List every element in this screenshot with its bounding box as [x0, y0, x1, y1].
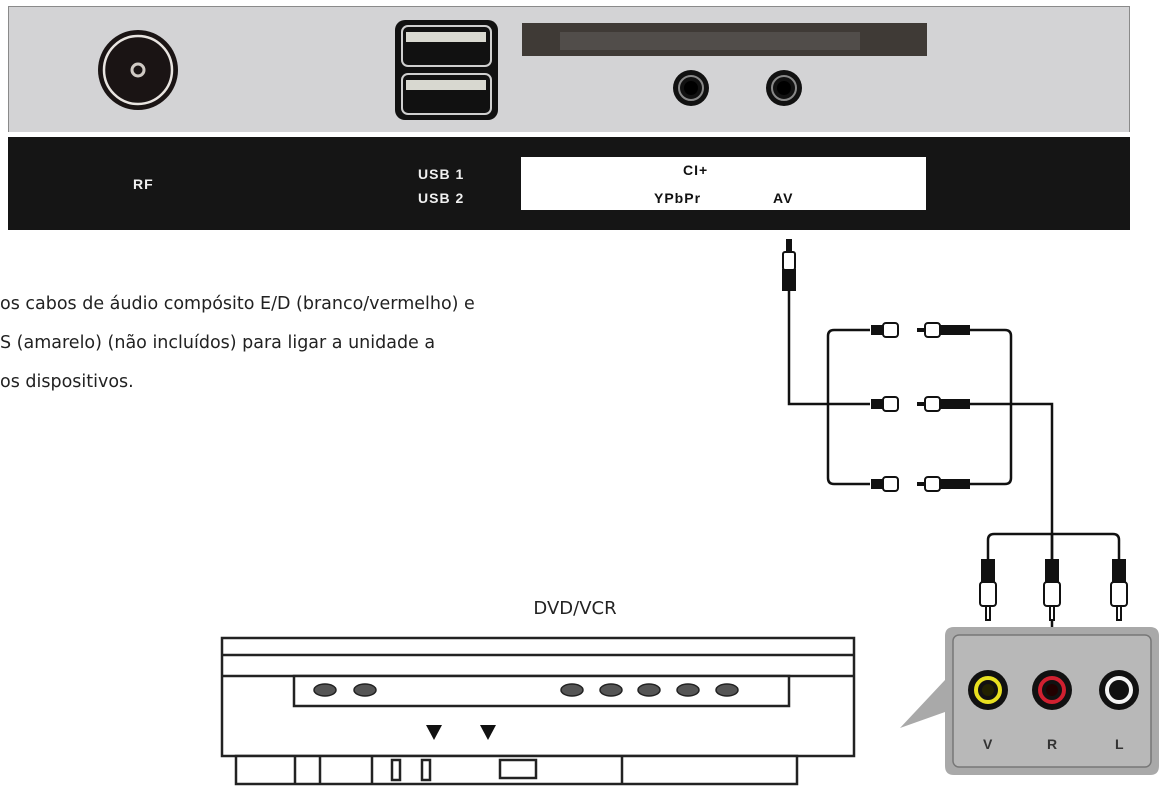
- ypbpr-label: YPbPr: [654, 190, 702, 206]
- rca-adapter-pairs: [871, 322, 970, 492]
- rca-jack-audio-right-icon: [1032, 670, 1072, 710]
- usb-port-icon: [395, 20, 498, 120]
- arrow-down-icons: [426, 725, 496, 740]
- jack-label-r: R: [1047, 736, 1058, 752]
- jack-label-v: V: [983, 736, 993, 752]
- rca-jack-video-icon: [968, 670, 1008, 710]
- cable-lines: [787, 290, 1121, 640]
- device-label: DVD/VCR: [533, 598, 617, 619]
- device-buttons: [313, 683, 739, 697]
- jack-label-l: L: [1115, 736, 1124, 752]
- instruction-line: os dispositivos.: [0, 372, 134, 392]
- usb1-label: USB 1: [418, 166, 465, 182]
- coax-antenna-connector-icon: [98, 30, 178, 110]
- instruction-text: os cabos de áudio compósito E/D (branco/…: [0, 285, 475, 402]
- mini-jack-plug-icon: [782, 239, 796, 291]
- mini-jack-icon: [673, 70, 709, 106]
- mini-jack-icon: [766, 70, 802, 106]
- rf-label: RF: [133, 176, 154, 192]
- instruction-line: os cabos de áudio compósito E/D (branco/…: [0, 294, 475, 314]
- ci-label: CI+: [683, 162, 709, 178]
- rca-plug-icons: [979, 559, 1128, 621]
- usb2-label: USB 2: [418, 190, 465, 206]
- dvd-vcr-device-icon: [220, 636, 856, 786]
- instruction-line: S (amarelo) (não incluídos) para ligar a…: [0, 333, 436, 353]
- rca-jack-audio-left-icon: [1099, 670, 1139, 710]
- ci-label-box: [521, 157, 926, 210]
- av-label: AV: [773, 190, 794, 206]
- ci-slot-icon: [522, 23, 927, 56]
